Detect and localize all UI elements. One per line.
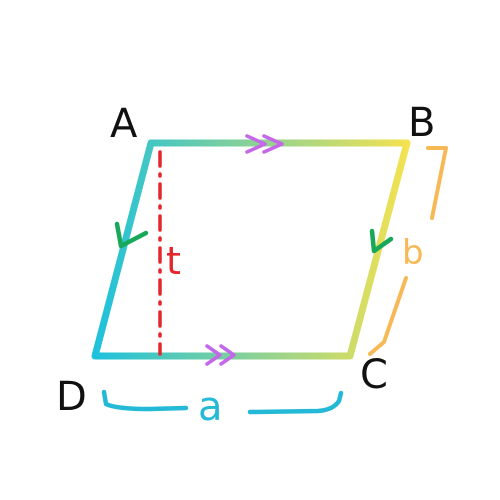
base-label-a: a bbox=[198, 384, 223, 430]
parallelogram-outline bbox=[91, 139, 411, 360]
height-label-t: t bbox=[166, 239, 181, 283]
side-label-b: b bbox=[402, 233, 424, 273]
right-edge-check-arrow-icon bbox=[369, 228, 394, 254]
base-brace bbox=[101, 389, 344, 415]
vertex-label-a: A bbox=[110, 101, 138, 147]
bottom-edge-double-chevron-icon bbox=[205, 344, 236, 366]
top-edge-double-chevron-icon bbox=[245, 134, 284, 154]
vertex-label-d: D bbox=[56, 374, 87, 420]
left-edge-check-arrow-icon bbox=[114, 221, 149, 249]
vertex-label-c: C bbox=[360, 352, 388, 398]
side-brace bbox=[368, 146, 448, 356]
vertex-label-b: B bbox=[408, 100, 435, 146]
